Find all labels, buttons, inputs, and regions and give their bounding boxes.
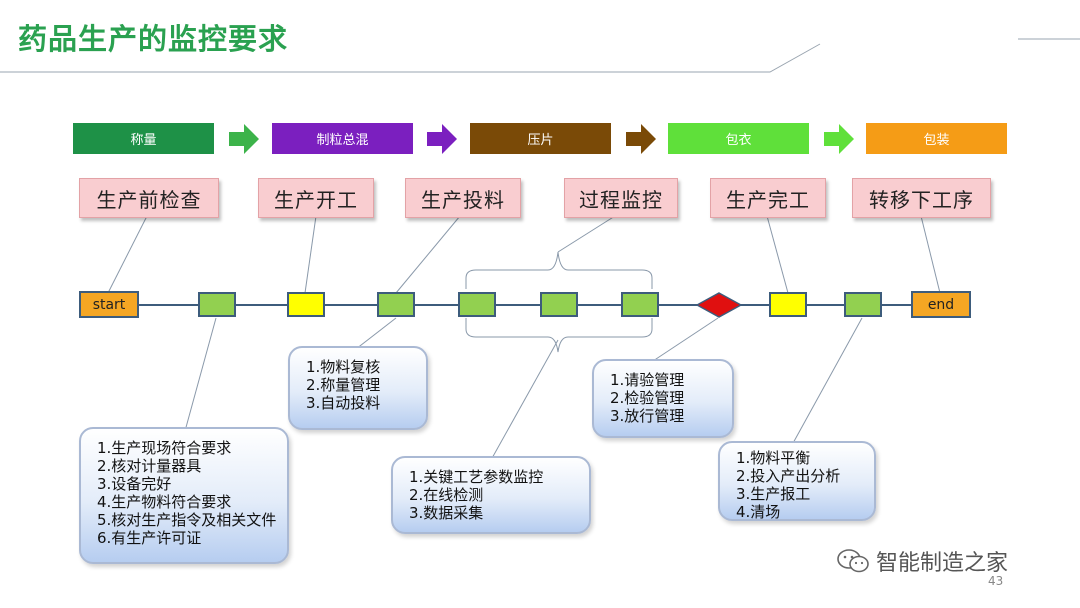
timeline-node [198,292,236,317]
note-item: 3.自动投料 [306,394,381,412]
note-item: 3.设备完好 [97,475,172,493]
phase-label: 压片 [527,133,554,148]
phase-label: 称量 [130,133,157,148]
step-feeding: 生产投料 [405,178,521,218]
arrow-right-icon [824,124,854,154]
note-item: 2.投入产出分析 [736,467,841,485]
arrow-right-icon [427,124,457,154]
phase-weighing: 称量 [73,123,214,154]
note-item: 3.生产报工 [736,485,811,503]
timeline-node [287,292,325,317]
timeline-node [540,292,578,317]
step-pre-check: 生产前检查 [79,178,219,218]
note-inspection: 1.请验管理 2.检验管理 3.放行管理 [592,359,734,438]
timeline-node [621,292,659,317]
timeline-node [844,292,882,317]
note-item: 1.请验管理 [610,371,685,389]
arrow-right-icon [626,124,656,154]
page-title: 药品生产的监控要求 [18,22,289,56]
note-item: 1.物料复核 [306,358,381,376]
note-item: 5.核对生产指令及相关文件 [97,511,277,529]
phase-coating: 包衣 [668,123,809,154]
decision-diamond-icon [696,292,742,318]
watermark-text: 智能制造之家 [876,551,1009,576]
timeline-node [458,292,496,317]
header-divider [0,38,1080,73]
phase-tableting: 压片 [470,123,611,154]
note-item: 4.清场 [736,503,781,521]
timeline-node [769,292,807,317]
step-transfer: 转移下工序 [852,178,991,218]
note-item: 1.物料平衡 [736,449,811,467]
note-item: 1.生产现场符合要求 [97,439,232,457]
note-item: 6.有生产许可证 [97,529,202,547]
note-item: 3.数据采集 [409,504,484,522]
page-number: 43 [988,574,1004,588]
note-process-monitoring: 1.关键工艺参数监控 2.在线检测 3.数据采集 [391,456,591,534]
wechat-icon [837,549,869,573]
timeline-end-node: end [911,291,971,318]
note-item: 2.检验管理 [610,389,685,407]
note-item: 2.在线检测 [409,486,484,504]
step-process-monitoring: 过程监控 [564,178,678,218]
step-completion: 生产完工 [710,178,826,218]
phase-label: 制粒总混 [316,133,369,148]
note-completion: 1.物料平衡 2.投入产出分析 3.生产报工 4.清场 [718,441,876,521]
timeline-node [377,292,415,317]
note-item: 3.放行管理 [610,407,685,425]
note-item: 2.核对计量器具 [97,457,202,475]
note-item: 2.称量管理 [306,376,381,394]
phase-granulation: 制粒总混 [272,123,413,154]
note-pre-check: 1.生产现场符合要求 2.核对计量器具 3.设备完好 4.生产物料符合要求 5.… [79,427,289,564]
phase-packaging: 包装 [866,123,1007,154]
note-item: 1.关键工艺参数监控 [409,468,544,486]
watermark: 智能制造之家 [836,545,1008,577]
phase-label: 包装 [923,133,950,148]
note-feeding: 1.物料复核 2.称量管理 3.自动投料 [288,346,428,430]
step-start-production: 生产开工 [258,178,374,218]
phase-label: 包衣 [725,133,752,148]
timeline-start-node: start [79,291,139,318]
arrow-right-icon [229,124,259,154]
note-item: 4.生产物料符合要求 [97,493,232,511]
